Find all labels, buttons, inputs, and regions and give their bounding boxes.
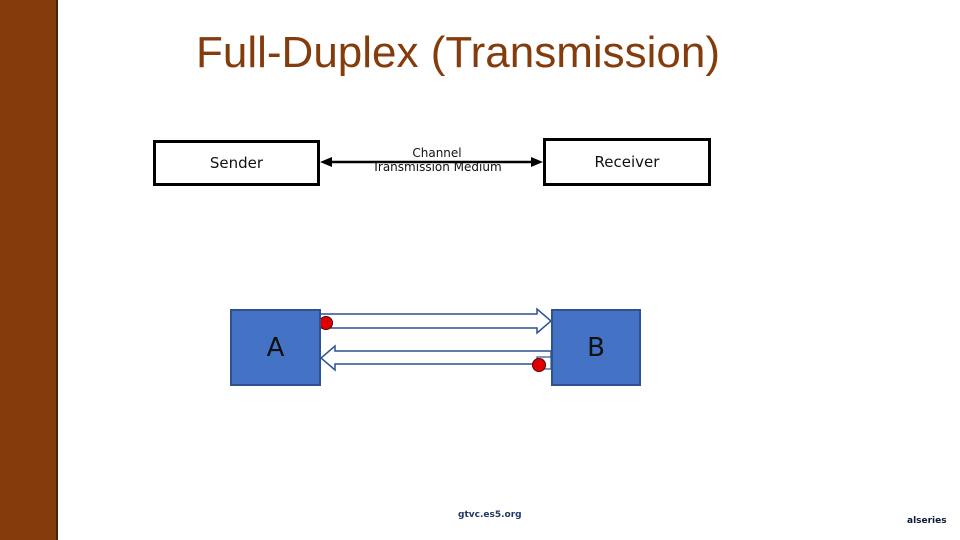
marker-dot-b (532, 358, 546, 372)
channel-line (320, 157, 543, 167)
node-a: A (230, 309, 321, 386)
arrow-b-to-a (319, 344, 552, 372)
node-b-label: B (587, 332, 605, 363)
receiver-box: Receiver (543, 138, 711, 186)
channel-label-line2: Transmission Medium (372, 160, 502, 174)
channel-label: Channel Transmission Medium (352, 146, 522, 174)
marker-dot-a (319, 316, 333, 330)
node-b: B (551, 309, 641, 386)
side-accent-bar (0, 0, 58, 540)
arrow-a-to-b (319, 307, 553, 335)
node-a-label: A (266, 332, 285, 363)
slide-title: Full-Duplex (Transmission) (196, 28, 721, 77)
sender-box: Sender (153, 140, 320, 186)
receiver-label: Receiver (594, 153, 660, 171)
footer-url: gtvc.es5.org (458, 510, 522, 520)
channel-label-line1: Channel (412, 146, 462, 160)
footer-brand: alseries (907, 516, 947, 526)
sender-label: Sender (209, 154, 264, 172)
